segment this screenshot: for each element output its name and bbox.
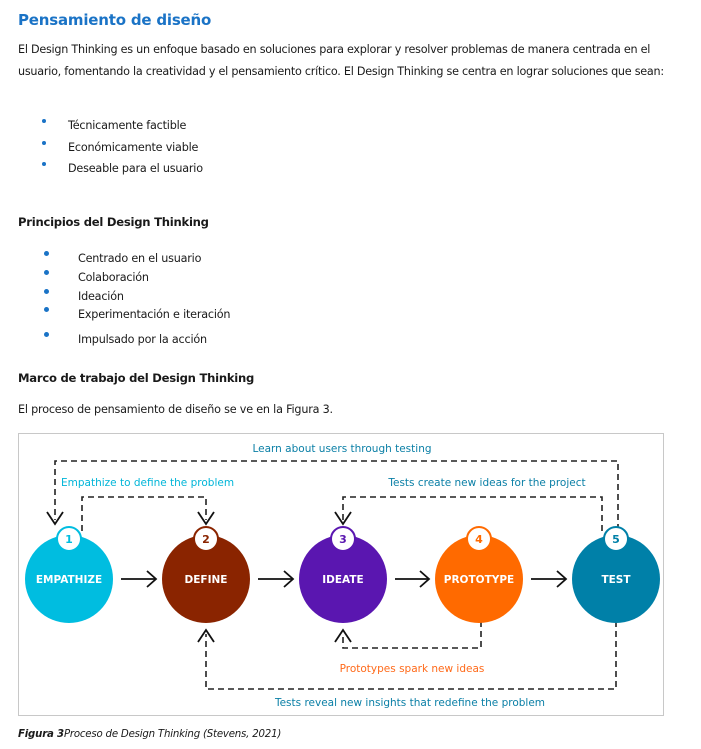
dashed-connector [342, 621, 482, 649]
stage-number: 2 [202, 533, 210, 546]
figure-caption: Figura 3Proceso de Design Thinking (Stev… [18, 729, 281, 740]
loop-learn: Learn about users through testing [46, 443, 619, 530]
stage-number: 4 [475, 533, 483, 546]
stage-number: 1 [65, 533, 73, 546]
list-item: Ideación [40, 289, 124, 303]
list-item: Experimentación e iteración [40, 307, 231, 321]
stage-label: TEST [601, 574, 631, 586]
intro-paragraph: El Design Thinking es un enfoque basado … [18, 43, 664, 78]
arrowhead-up-icon [334, 628, 352, 643]
arrowhead-down-icon [197, 511, 215, 526]
arrow-right-icon [556, 570, 568, 588]
loop-tests-reveal: Tests reveal new insights that redefine … [197, 621, 617, 709]
stage-number-badge [603, 526, 629, 552]
list-item: Deseable para el usuario [40, 159, 203, 181]
bullet-icon [44, 289, 49, 294]
stage-number: 5 [612, 533, 620, 546]
bullet-icon [42, 119, 46, 123]
bullet-icon [44, 307, 49, 312]
arrowhead-up-icon [197, 628, 215, 643]
stage-label: IDEATE [322, 574, 363, 586]
bullet-icon [42, 162, 46, 166]
list-item: Centrado en el usuario [40, 251, 201, 265]
list-item: Técnicamente factible [40, 116, 203, 138]
arrowhead-down-icon [46, 511, 64, 526]
arrowhead-down-icon [334, 511, 352, 526]
bullet-icon [44, 332, 49, 337]
caption-text: Proceso de Design Thinking (Stevens, 202… [63, 729, 282, 740]
bullet-icon [44, 251, 49, 256]
list-item: Económicamente viable [40, 138, 203, 160]
bullet-icon [42, 140, 46, 145]
loop-empathize-define: Empathize to define the problem [61, 477, 234, 531]
list-item: Impulsado por la acción [40, 332, 207, 346]
arrow-right-icon [283, 570, 295, 588]
stage-circle [435, 535, 523, 623]
dashed-connector [54, 460, 619, 530]
stage-number: 3 [339, 533, 347, 546]
design-thinking-figure: Learn about users through testing Empath… [18, 433, 664, 716]
criteria-list: Técnicamente factible Económicamente via… [40, 116, 203, 181]
list-item: Colaboración [40, 270, 149, 284]
stage-label: DEFINE [185, 574, 228, 586]
loop-learn-label: Learn about users through testing [252, 443, 431, 455]
framework-text: El proceso de pensamiento de diseño se v… [18, 403, 333, 416]
process-diagram: Learn about users through testing Empath… [25, 443, 660, 709]
stage-number-badge [466, 526, 492, 552]
section-title: Pensamiento de diseño [18, 11, 212, 29]
dashed-connector [205, 621, 617, 690]
loop-empathize-label: Empathize to define the problem [61, 477, 234, 489]
stage-number-badge [193, 526, 219, 552]
dashed-connector [342, 496, 603, 531]
stage-number-badge [56, 526, 82, 552]
loop-tests-ideas: Tests create new ideas for the project [334, 477, 603, 531]
stage-circle [572, 535, 660, 623]
loop-tests-ideas-label: Tests create new ideas for the project [387, 477, 585, 489]
principles-heading: Principios del Design Thinking [18, 215, 209, 229]
loop-tests-reveal-label: Tests reveal new insights that redefine … [274, 697, 545, 709]
caption-label: Figura 3 [18, 729, 64, 740]
stage-circle [25, 535, 113, 623]
stage-label: PROTOTYPE [444, 574, 514, 586]
stage-circle [299, 535, 387, 623]
stage-label: EMPATHIZE [36, 574, 102, 586]
loop-prototypes-label: Prototypes spark new ideas [340, 663, 485, 675]
arrow-right-icon [146, 570, 158, 588]
stage-number-badge [330, 526, 356, 552]
stage-circle [162, 535, 250, 623]
framework-heading: Marco de trabajo del Design Thinking [18, 371, 255, 385]
bullet-icon [44, 270, 49, 275]
loop-prototypes-spark: Prototypes spark new ideas [334, 621, 485, 675]
dashed-connector [81, 496, 207, 531]
arrow-right-icon [419, 570, 431, 588]
